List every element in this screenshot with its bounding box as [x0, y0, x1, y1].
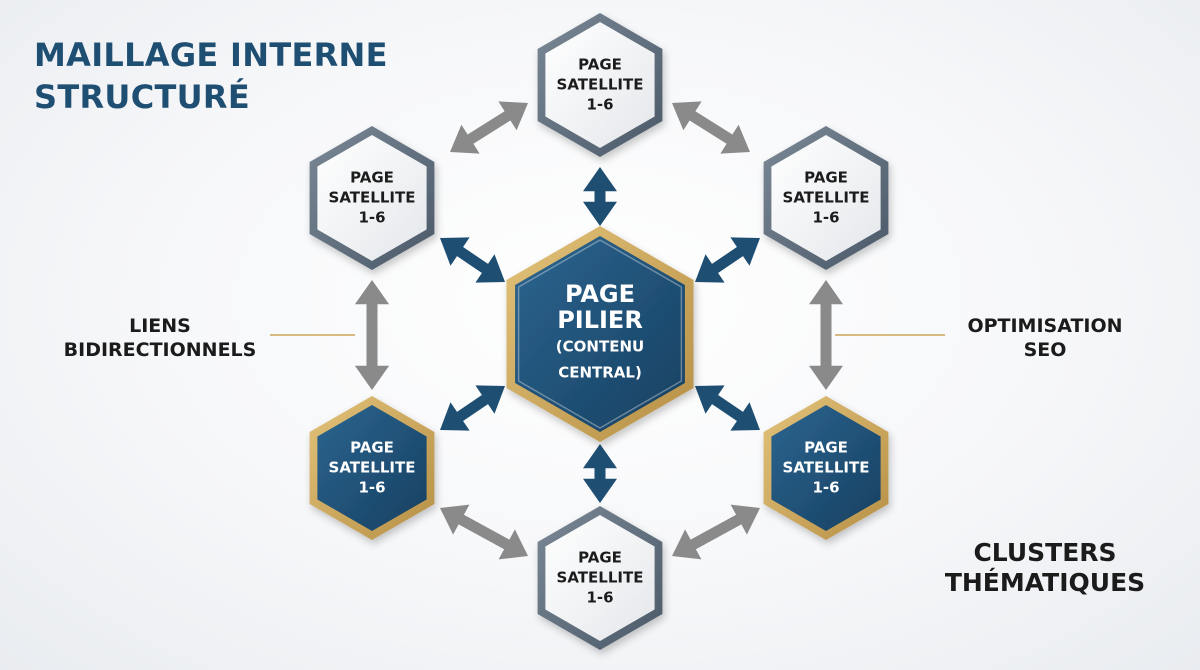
satellite-node-1-text-2: SATELLITE — [557, 76, 644, 94]
node-group: PAGESATELLITE1-6PAGESATELLITE1-6PAGESATE… — [309, 13, 889, 650]
arrow-hub-top-right — [695, 237, 760, 283]
satellite-node-1: PAGE SATELLITE 1-6 — [537, 13, 663, 157]
label-left-line-2: BIDIRECTIONNELS — [63, 339, 257, 361]
title-line-2: STRUCTURÉ — [34, 78, 250, 116]
arrow-ring-bottom-right — [672, 504, 760, 560]
arrow-ring-left — [354, 280, 390, 390]
satellite-node-2-text-3: 1-6 — [358, 209, 385, 227]
satellite-node-5-text-1: PAGE — [804, 439, 848, 457]
satellite-node-6-text-1: PAGE — [578, 549, 622, 567]
label-right-line-1: OPTIMISATION — [967, 315, 1123, 337]
satellite-node-4-text-1: PAGE — [350, 439, 394, 457]
pillar-node-text-2: PILIER — [557, 306, 643, 334]
arrow-hub-bottom-left — [440, 385, 505, 431]
satellite-node-4-text-2: SATELLITE — [329, 459, 416, 477]
satellite-node-3-text-1: PAGE — [804, 169, 848, 187]
satellite-node-2-text-2: SATELLITE — [329, 189, 416, 207]
satellite-node-3: PAGE SATELLITE 1-6 — [763, 126, 889, 270]
arrow-hub-bottom — [583, 444, 617, 503]
label-optimisation-seo: OPTIMISATION SEO — [935, 314, 1155, 362]
satellite-node-4: PAGE SATELLITE 1-6 — [309, 396, 435, 540]
arrow-ring-bottom-left — [440, 504, 528, 560]
satellite-node-5-text-3: 1-6 — [812, 479, 839, 497]
label-right-line-2: SEO — [1023, 339, 1067, 361]
satellite-node-6-text-3: 1-6 — [586, 589, 613, 607]
arrow-hub-top-left — [440, 237, 505, 283]
label-liens-bidirectionnels: LIENS BIDIRECTIONNELS — [30, 314, 290, 362]
pillar-node-text-4: CENTRAL) — [558, 364, 642, 382]
arrow-hub-bottom-right — [695, 385, 760, 431]
label-bottom-line-2: THÉMATIQUES — [944, 568, 1146, 597]
arrow-ring-right — [809, 280, 843, 390]
label-left-line-1: LIENS — [129, 315, 191, 337]
label-bottom-line-1: CLUSTERS — [973, 538, 1117, 567]
arrow-group — [354, 101, 843, 560]
satellite-node-1-text-1: PAGE — [578, 56, 622, 74]
satellite-node-5-text-2: SATELLITE — [783, 459, 870, 477]
satellite-node-2-text-1: PAGE — [350, 169, 394, 187]
arrow-hub-top — [583, 167, 617, 226]
satellite-node-3-text-3: 1-6 — [812, 209, 839, 227]
satellite-node-5: PAGE SATELLITE 1-6 — [763, 396, 889, 540]
satellite-node-3-text-2: SATELLITE — [783, 189, 870, 207]
pillar-node-text-3: (CONTENU — [556, 338, 644, 356]
arrow-ring-top-right — [672, 101, 750, 154]
pillar-node-text-1: PAGE — [565, 280, 635, 308]
satellite-node-2: PAGE SATELLITE 1-6 — [309, 126, 435, 270]
title-line-1: MAILLAGE INTERNE — [34, 36, 388, 74]
satellite-node-6: PAGE SATELLITE 1-6 — [537, 506, 663, 650]
arrow-ring-top-left — [450, 101, 528, 154]
satellite-node-4-text-3: 1-6 — [358, 479, 385, 497]
diagram-title: MAILLAGE INTERNE STRUCTURÉ — [34, 34, 388, 118]
label-clusters-thematiques: CLUSTERS THÉMATIQUES — [930, 538, 1160, 598]
satellite-node-1-text-3: 1-6 — [586, 96, 613, 114]
satellite-node-6-text-2: SATELLITE — [557, 569, 644, 587]
